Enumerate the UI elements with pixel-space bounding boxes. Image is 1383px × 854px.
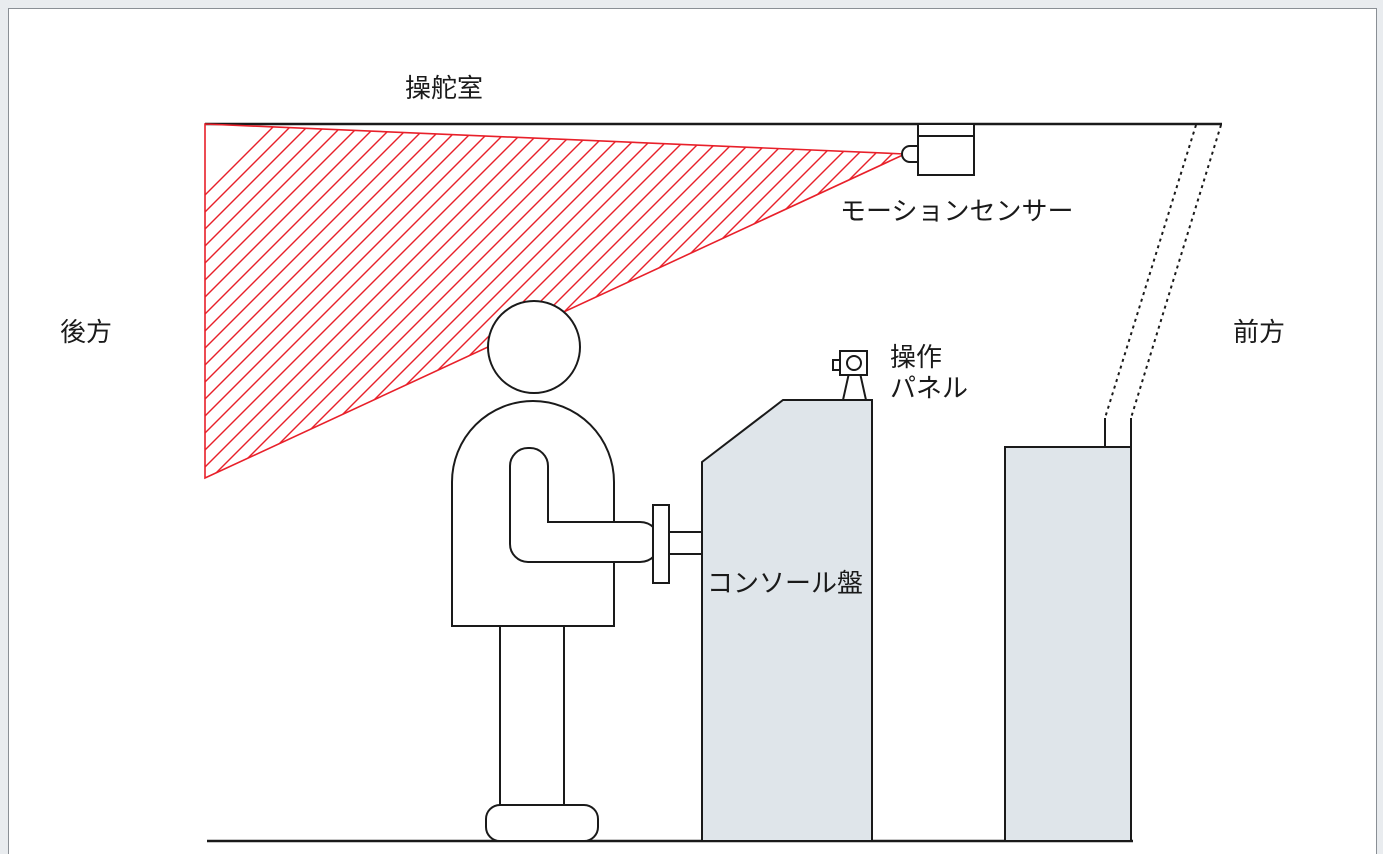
hatch-line	[205, 124, 488, 478]
hatch-line	[205, 124, 692, 478]
hatch-line	[205, 124, 471, 478]
label-bridge: 操舵室	[405, 74, 483, 104]
hatch-line	[205, 124, 573, 478]
label-console: コンソール盤	[707, 569, 863, 599]
label-rear: 後方	[60, 318, 112, 348]
window-posts	[1104, 418, 1132, 448]
label-motion-sensor: モーションセンサー	[840, 197, 1073, 227]
hatch-line	[205, 124, 505, 478]
hatch-line	[205, 124, 386, 478]
hatch-line	[205, 124, 318, 478]
hatch-line	[205, 124, 658, 478]
hatch-line	[205, 124, 556, 478]
hatch-line	[205, 124, 624, 478]
hatch-line	[205, 124, 437, 478]
hatch-line	[205, 124, 539, 478]
front-cabinet	[1004, 446, 1132, 842]
hatch-line	[205, 124, 522, 478]
label-operation-panel-line2: パネル	[890, 374, 968, 404]
motion-sensor	[901, 123, 975, 176]
hatch-line	[205, 124, 454, 478]
label-front: 前方	[1233, 318, 1285, 348]
steering-handle	[652, 504, 703, 584]
hatch-line	[205, 124, 369, 478]
hatch-line	[205, 124, 301, 478]
hatch-line	[205, 124, 590, 478]
hatch-line	[205, 124, 352, 478]
hatch-line	[205, 124, 641, 478]
hatch-line	[205, 124, 675, 478]
hatch-line	[205, 124, 709, 478]
hatch-line	[205, 124, 607, 478]
hatch-line	[205, 124, 420, 478]
hatch-line	[205, 124, 403, 478]
hatch-line	[205, 124, 335, 478]
operator-figure	[451, 300, 662, 842]
window-frame	[1104, 124, 1222, 419]
label-operation-panel-line1: 操作	[890, 343, 942, 373]
console-body	[701, 399, 873, 842]
operation-panel-icon	[832, 350, 868, 401]
